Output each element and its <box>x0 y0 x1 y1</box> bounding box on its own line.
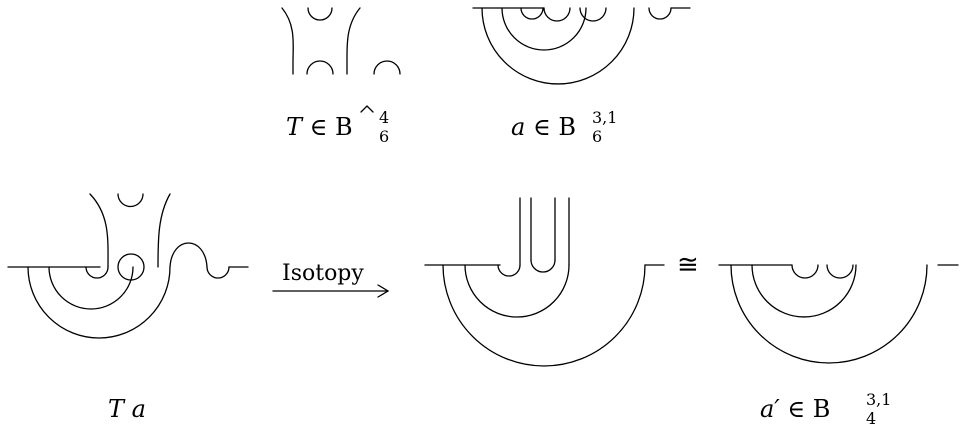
label-a-prime-sup: 3,1 <box>866 390 891 409</box>
isotopy-arrow: Isotopy <box>272 261 390 298</box>
tangle-a-prime <box>718 264 959 364</box>
label-Ta: T a <box>108 395 146 423</box>
tangle-a <box>472 7 691 85</box>
label-T-in-B64: T ∈ B <box>286 113 353 141</box>
hat-accent <box>360 105 374 113</box>
label-T-sub: 6 <box>379 127 389 146</box>
label-a-sub: 6 <box>592 127 602 146</box>
label-a-prime-in-B431: a′ ∈ B <box>760 395 830 423</box>
label-a-in-B631: a ∈ B <box>511 113 576 141</box>
label-T-sup: 4 <box>379 108 389 127</box>
tangle-Ta <box>7 193 249 339</box>
tangle-T <box>281 7 401 75</box>
congruence-symbol: ≅ <box>677 250 699 280</box>
label-a-prime-sub: 4 <box>866 409 876 426</box>
label-a-sup: 3,1 <box>592 108 617 127</box>
isotopy-label: Isotopy <box>282 261 364 286</box>
tangle-isotoped <box>424 197 665 367</box>
